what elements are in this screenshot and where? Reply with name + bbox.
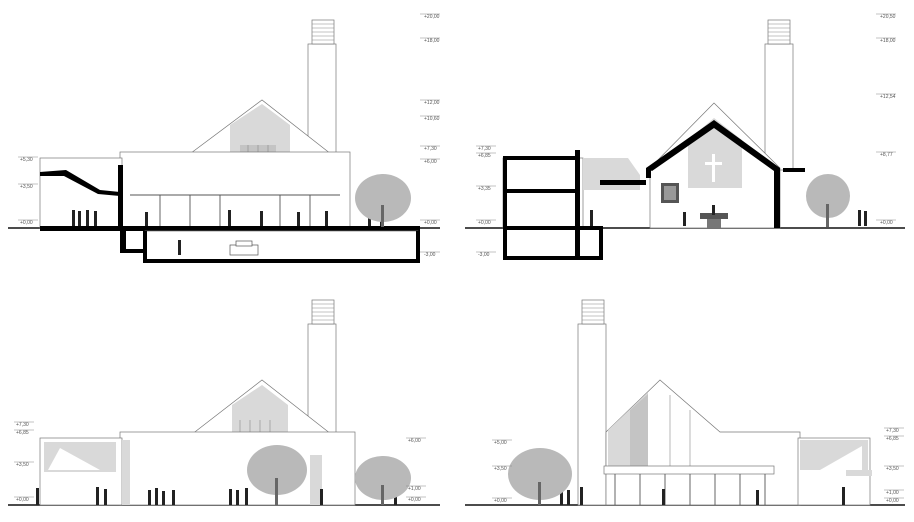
people-group bbox=[590, 205, 867, 226]
level-label: +20,50 bbox=[880, 14, 896, 20]
level-label: +0,00 bbox=[408, 497, 421, 503]
bell-tower bbox=[577, 323, 607, 506]
tree-icon bbox=[806, 174, 850, 227]
level-label: +3,50 bbox=[20, 184, 33, 190]
level-label: +5,30 bbox=[20, 157, 33, 163]
level-label: +18,00 bbox=[880, 38, 896, 44]
basement bbox=[144, 230, 419, 262]
level-label: +7,30 bbox=[886, 428, 899, 434]
cut-floor bbox=[40, 226, 420, 231]
level-label: +1,00 bbox=[886, 490, 899, 496]
level-label: +0,00 bbox=[478, 220, 491, 226]
tree-icon bbox=[355, 174, 411, 227]
level-label: +0,00 bbox=[20, 220, 33, 226]
level-label: +0,00 bbox=[424, 220, 437, 226]
level-label: +8,77 bbox=[880, 152, 893, 158]
level-label: +0,00 bbox=[494, 498, 507, 504]
level-label: +7,30 bbox=[478, 146, 491, 152]
level-label: +3,35 bbox=[478, 186, 491, 192]
tree-icon bbox=[247, 445, 411, 505]
level-label: +7,30 bbox=[16, 422, 29, 428]
level-label: +6,85 bbox=[478, 153, 491, 159]
level-label: +0,00 bbox=[16, 497, 29, 503]
level-label: +20,00 bbox=[424, 14, 440, 20]
section-2: +20,50 +18,00 +12,54 +8,77 +0,00 +7,30 +… bbox=[465, 13, 905, 260]
level-label: +3,50 bbox=[886, 466, 899, 472]
level-label: +10,60 bbox=[424, 116, 440, 122]
car-icon bbox=[229, 240, 259, 256]
level-label: +7,30 bbox=[424, 146, 437, 152]
level-label: +0,00 bbox=[880, 220, 893, 226]
cut-roof-left bbox=[40, 170, 120, 196]
elevation-1: +6,00 +1,00 +0,00 +7,30 +6,85 +3,50 +0,0… bbox=[8, 299, 440, 506]
section-1: +20,00 +18,00 +12,00 +10,60 +7,30 +6,00 … bbox=[8, 13, 440, 263]
cross-icon bbox=[705, 154, 722, 182]
level-label: +6,85 bbox=[16, 430, 29, 436]
porch-roof bbox=[603, 465, 775, 475]
level-label: +3,50 bbox=[494, 466, 507, 472]
level-label: +1,00 bbox=[408, 486, 421, 492]
elevation-2: +7,30 +6,85 +3,50 +1,00 +0,00 +5,00 +3,5… bbox=[465, 299, 905, 506]
level-label: +12,54 bbox=[880, 94, 896, 100]
people-group bbox=[560, 487, 845, 505]
level-label: +3,50 bbox=[16, 462, 29, 468]
level-label: -3,00 bbox=[424, 252, 436, 258]
level-label: +5,00 bbox=[494, 440, 507, 446]
level-label: +6,00 bbox=[408, 438, 421, 444]
main-body bbox=[119, 151, 351, 229]
level-label: +12,00 bbox=[424, 100, 440, 106]
level-label: -3,00 bbox=[478, 252, 490, 258]
level-label: +0,00 bbox=[886, 498, 899, 504]
bell-tower bbox=[764, 43, 794, 171]
tree-icon bbox=[508, 448, 572, 505]
level-label: +6,85 bbox=[886, 436, 899, 442]
level-label: +18,00 bbox=[424, 38, 440, 44]
level-label: +6,00 bbox=[424, 159, 437, 165]
